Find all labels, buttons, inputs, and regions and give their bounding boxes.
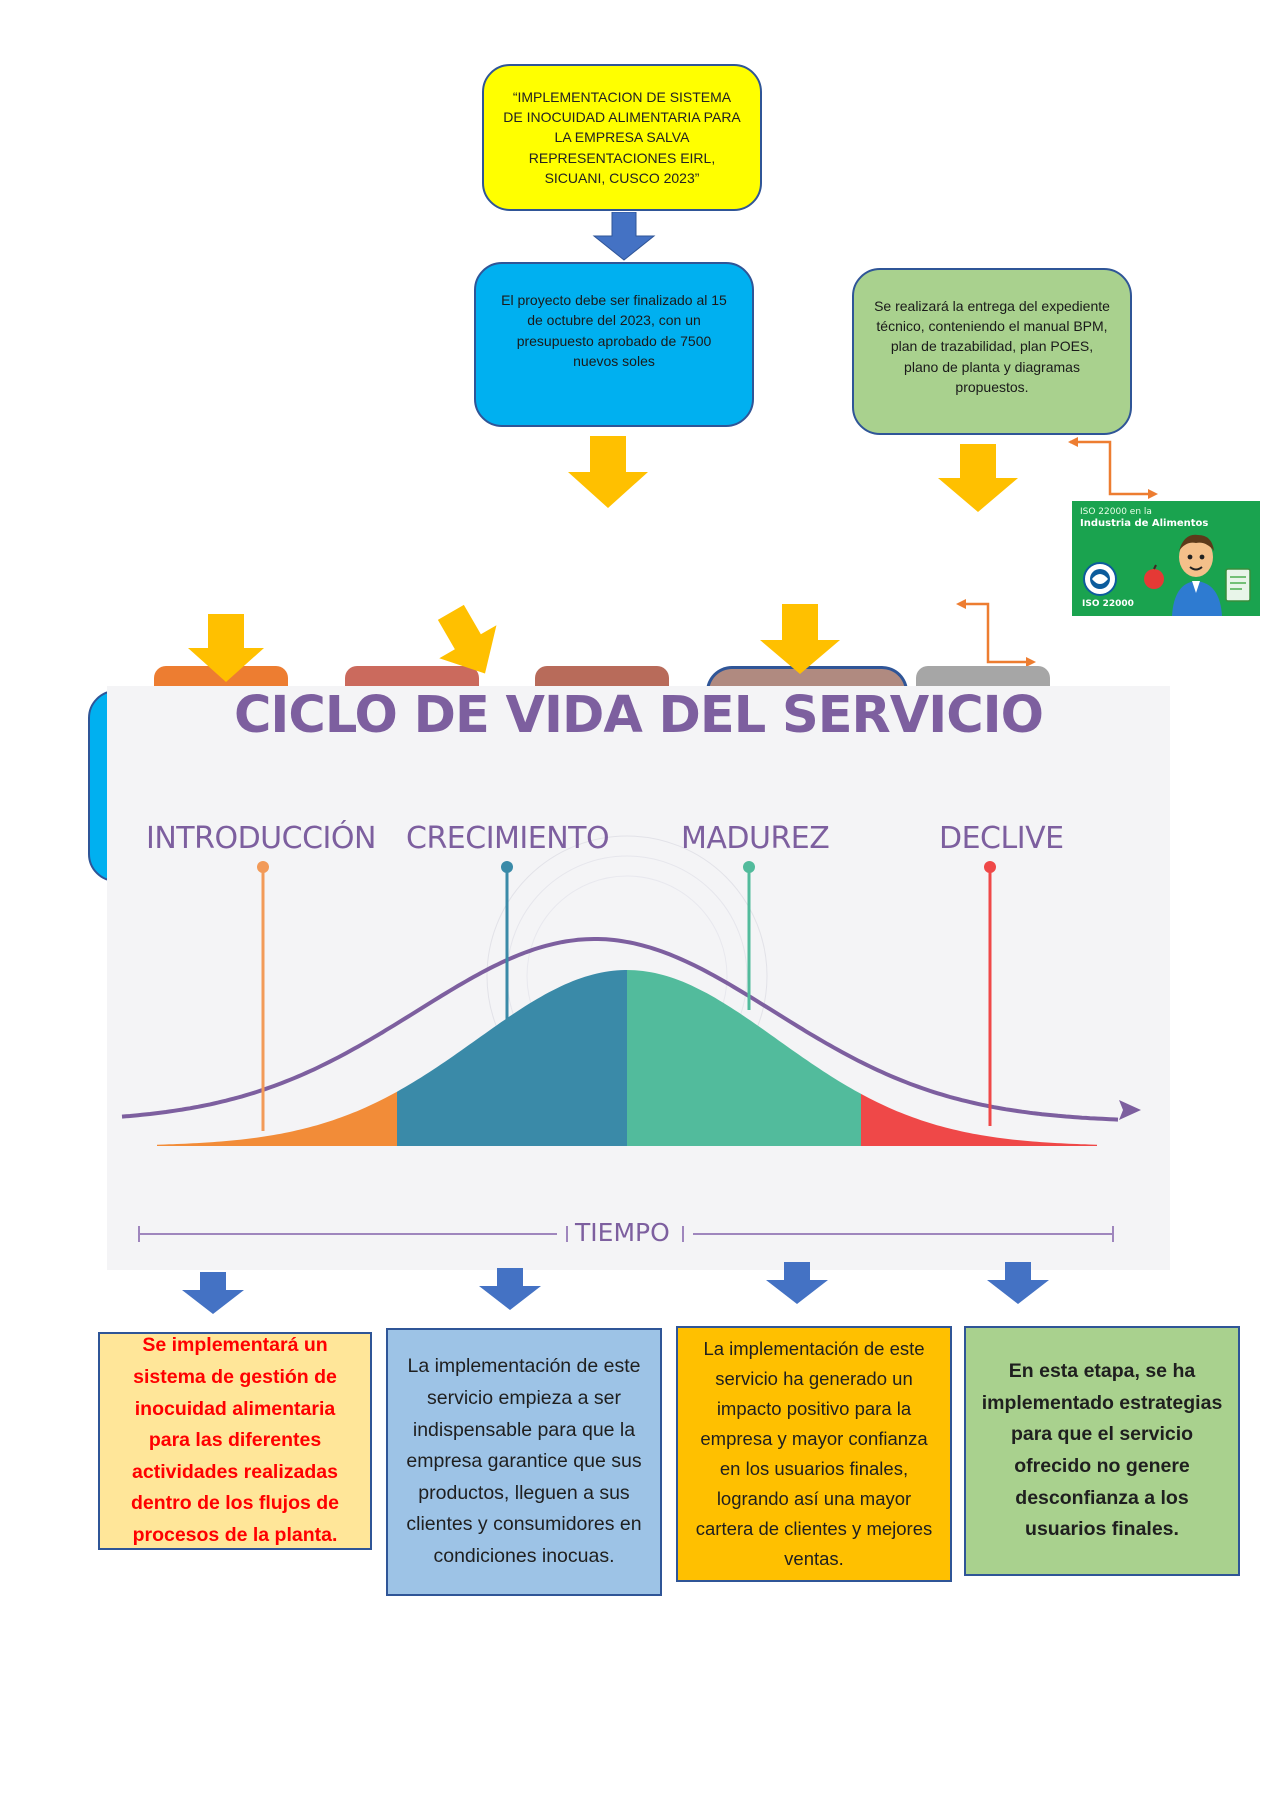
iso-seal-icon <box>1083 562 1117 596</box>
lifecycle-title: CICLO DE VIDA DEL SERVICIO <box>233 686 1044 745</box>
pin-head-declive <box>984 861 996 873</box>
phase-label-crecimiento: CRECIMIENTO <box>406 821 610 856</box>
iso-image-line2: Industria de Alimentos <box>1080 518 1209 529</box>
down-arrow-icon <box>188 614 264 682</box>
outer-bell-curve <box>121 937 1119 1122</box>
pin-head-madurez <box>743 861 755 873</box>
iso-image-line1: ISO 22000 en la <box>1080 507 1152 517</box>
description-crecimiento: La implementación de este servicio empie… <box>386 1328 662 1596</box>
iso-image-badge: ISO 22000 <box>1082 599 1134 609</box>
description-declive-text: En esta etapa, se ha implementado estrat… <box>981 1360 1223 1541</box>
chef-illustration-icon <box>1144 534 1251 616</box>
connector-arrow-icon <box>1068 437 1158 499</box>
phase-area-crecimiento <box>397 970 627 1146</box>
time-axis-label: TIEMPO <box>575 1218 670 1247</box>
lifecycle-curve <box>121 861 1141 1242</box>
phase-area-introduccion <box>157 1091 397 1146</box>
iso-22000-image: ISO 22000 en la Industria de Alimentos I… <box>1072 501 1260 616</box>
description-introduccion-text: Se implementará un sistema de gestión de… <box>130 1334 340 1546</box>
lifecycle-image: CICLO DE VIDA DEL SERVICIO INTRODUCCIÓN … <box>107 686 1170 1270</box>
description-declive: En esta etapa, se ha implementado estrat… <box>964 1326 1240 1576</box>
down-arrow-icon <box>760 604 840 674</box>
title-box-text: “IMPLEMENTACION DE SISTEMA DE INOCUIDAD … <box>503 88 741 186</box>
down-arrow-icon <box>938 444 1018 512</box>
curve-arrowhead-icon <box>1119 1100 1141 1120</box>
title-box: “IMPLEMENTACION DE SISTEMA DE INOCUIDAD … <box>482 64 762 211</box>
project-box-text: El proyecto debe ser finalizado al 15 de… <box>501 291 727 369</box>
down-arrow-icon <box>766 1262 828 1304</box>
project-box: El proyecto debe ser finalizado al 15 de… <box>474 262 754 427</box>
down-arrow-icon <box>568 436 648 508</box>
phase-label-declive: DECLIVE <box>939 821 1064 856</box>
connector-arrow-icon <box>956 599 1036 667</box>
pin-head-introduccion <box>257 861 269 873</box>
delivery-box-text: Se realizará la entrega del expediente t… <box>874 297 1110 395</box>
phase-area-declive <box>861 1093 1097 1146</box>
phase-area-madurez <box>627 970 861 1146</box>
delivery-box: Se realizará la entrega del expediente t… <box>852 268 1132 435</box>
down-arrow-icon <box>987 1262 1049 1304</box>
down-arrow-icon <box>182 1272 244 1314</box>
down-arrow-icon <box>437 604 497 674</box>
down-arrow-icon <box>479 1268 541 1310</box>
description-introduccion: Se implementará un sistema de gestión de… <box>98 1332 372 1550</box>
description-madurez-text: La implementación de este servicio ha ge… <box>695 1338 933 1569</box>
description-madurez: La implementación de este servicio ha ge… <box>676 1326 952 1582</box>
phase-label-introduccion: INTRODUCCIÓN <box>146 821 376 856</box>
description-crecimiento-text: La implementación de este servicio empie… <box>406 1355 642 1567</box>
pin-head-crecimiento <box>501 861 513 873</box>
down-arrow-icon <box>592 212 656 261</box>
phase-label-madurez: MADUREZ <box>681 821 830 856</box>
